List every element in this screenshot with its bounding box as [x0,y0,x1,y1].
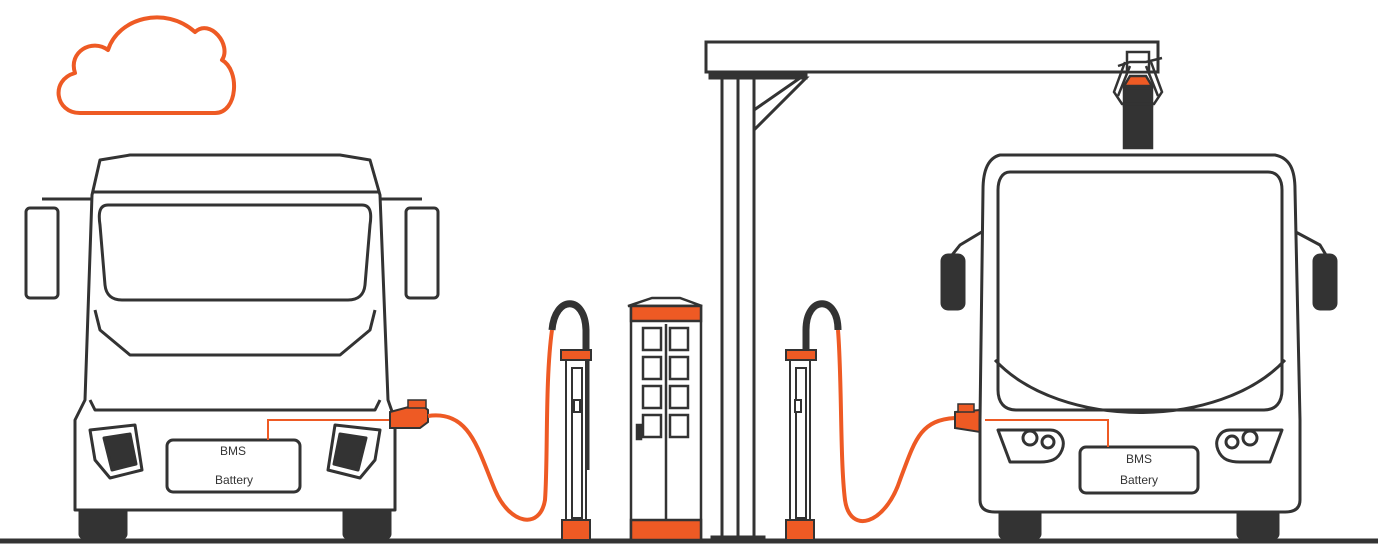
bus-bms-wire [985,419,1109,447]
cloud-icon [56,15,236,115]
pantograph-mast [704,40,1160,544]
bus-windshield [996,170,1284,412]
truck [24,153,440,540]
truck-headlight-left [88,423,144,480]
bus-headlight-left [996,428,1065,464]
bus-charging-cable-upper [802,300,842,470]
bus-battery-label: Battery [1120,473,1158,487]
truck-bms-wire [267,419,395,440]
truck-mirror-right [404,206,440,300]
charger-post-left [560,349,592,541]
pantograph-icon [1112,50,1164,150]
truck-charging-cable [427,329,554,522]
bus-bms-label: BMS [1126,452,1152,466]
truck-bms-label: BMS [220,444,246,458]
bus-headlight-right [1215,428,1284,464]
truck-battery-box [165,438,302,494]
bus-mirror-left [940,253,966,311]
bus [940,153,1338,540]
truck-mirror-left [24,206,60,300]
bus-body [978,153,1302,514]
bus-battery-box [1078,445,1200,495]
charging-plug-icon [389,399,429,429]
truck-battery-label: Battery [215,473,253,487]
bus-charging-cable [836,329,956,523]
truck-windshield [97,203,373,302]
charging-cabinet [627,296,703,542]
charger-post-right [785,349,817,541]
truck-headlight-right [326,423,382,480]
bus-mirror-right [1312,253,1338,311]
